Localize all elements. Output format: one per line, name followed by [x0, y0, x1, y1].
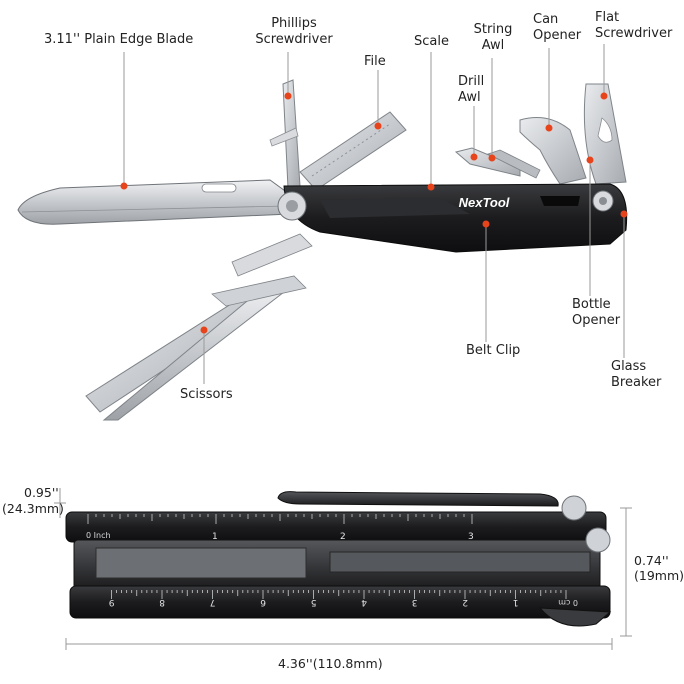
label-bottle-opener: Bottle Opener	[572, 297, 620, 329]
dimension-length: 4.36''(110.8mm)	[278, 656, 383, 671]
cm-tick-label: 9	[109, 597, 115, 607]
file-tool	[299, 111, 407, 191]
label-can-opener-line1: Can	[533, 12, 559, 27]
label-glass-breaker: Glass Breaker	[611, 359, 661, 391]
callout-dot-file	[374, 122, 382, 130]
label-phillips-screwdriver: Phillips Screwdriver	[248, 16, 340, 48]
inch-tick-label: 1	[212, 532, 218, 542]
label-bottle-opener-line1: Bottle	[572, 297, 611, 312]
knife-blade	[17, 179, 293, 225]
label-phillips-line2: Screwdriver	[255, 32, 333, 47]
dimension-width-mm: (24.3mm)	[2, 501, 64, 516]
label-blade: 3.11'' Plain Edge Blade	[44, 32, 194, 47]
label-can-opener: Can Opener	[533, 12, 581, 44]
inch-ruler-ticks	[87, 514, 473, 524]
callout-dot-belt-clip	[482, 220, 490, 228]
label-string-awl-line1: String	[473, 22, 513, 37]
cm-tick-label: 1	[513, 597, 519, 607]
cm-tick-label: 6	[260, 597, 266, 607]
callout-dot-glass-breaker	[620, 210, 628, 218]
label-bottle-opener-line2: Opener	[572, 313, 621, 328]
cm-tick-label: 4	[361, 597, 367, 607]
label-drill-awl-line1: Drill	[458, 74, 485, 89]
label-flat-screwdriver-line1: Flat	[595, 10, 620, 25]
label-flat-screwdriver: Flat Screwdriver	[595, 10, 672, 42]
callout-dot-string-awl	[488, 154, 496, 162]
callout-dots	[120, 92, 628, 334]
callout-dot-phillips	[284, 92, 292, 100]
cm-zero-label: 0 cm	[558, 598, 578, 607]
label-glass-breaker-line2: Breaker	[611, 375, 662, 390]
dimension-height-in: 0.74''	[634, 553, 669, 568]
tool-body	[283, 183, 628, 253]
callout-dot-scissors	[200, 326, 208, 334]
label-scale: Scale	[414, 34, 449, 49]
label-string-awl: String Awl	[468, 22, 518, 54]
inch-zero-label: 0 Inch	[86, 531, 111, 540]
callout-dot-bottle-opener	[586, 156, 594, 164]
label-drill-awl: Drill Awl	[458, 74, 484, 106]
label-drill-awl-line2: Awl	[458, 90, 481, 105]
label-string-awl-line2: Awl	[481, 38, 505, 53]
can-opener-tool	[519, 117, 587, 185]
inch-tick-label: 3	[468, 532, 474, 542]
callout-dot-can-opener	[545, 124, 553, 132]
cm-tick-label: 2	[462, 597, 468, 607]
multitool-open	[17, 79, 628, 421]
dimension-width-in: 0.95''	[24, 485, 59, 500]
string-awl-tool	[486, 149, 541, 179]
inch-ruler-labels: 0 Inch 1 2 3	[86, 531, 474, 542]
label-flat-screwdriver-line2: Screwdriver	[595, 26, 673, 41]
cm-tick-label: 3	[412, 597, 418, 607]
cm-ruler-ticks	[111, 590, 567, 599]
label-phillips-line1: Phillips	[271, 16, 317, 31]
callout-dot-drill-awl	[470, 153, 478, 161]
dimension-width: 0.95''	[24, 485, 59, 500]
cm-tick-label: 7	[210, 597, 216, 607]
label-scissors: Scissors	[180, 387, 233, 402]
belt-clip-closed	[277, 491, 559, 507]
cm-tick-label: 5	[311, 597, 317, 607]
cm-ruler-labels: 0 cm 1 2 3 4 5 6 7 8 9	[109, 597, 579, 607]
dimension-height-mm: (19mm)	[634, 568, 684, 583]
dimension-lines	[54, 488, 632, 650]
callout-lines	[123, 44, 625, 384]
cm-tick-label: 8	[159, 597, 165, 607]
dimension-height: 0.74'' (19mm)	[634, 553, 684, 583]
label-can-opener-line2: Opener	[533, 28, 582, 43]
callout-dot-scale	[427, 183, 435, 191]
callout-dot-blade	[120, 182, 128, 190]
inch-tick-label: 2	[340, 532, 346, 542]
label-belt-clip: Belt Clip	[466, 343, 521, 358]
multitool-closed	[65, 491, 612, 627]
label-file: File	[364, 54, 386, 69]
brand-logo: NexTool	[459, 195, 510, 210]
callout-dot-flat-screwdriver	[600, 92, 608, 100]
label-glass-breaker-line1: Glass	[611, 359, 647, 374]
